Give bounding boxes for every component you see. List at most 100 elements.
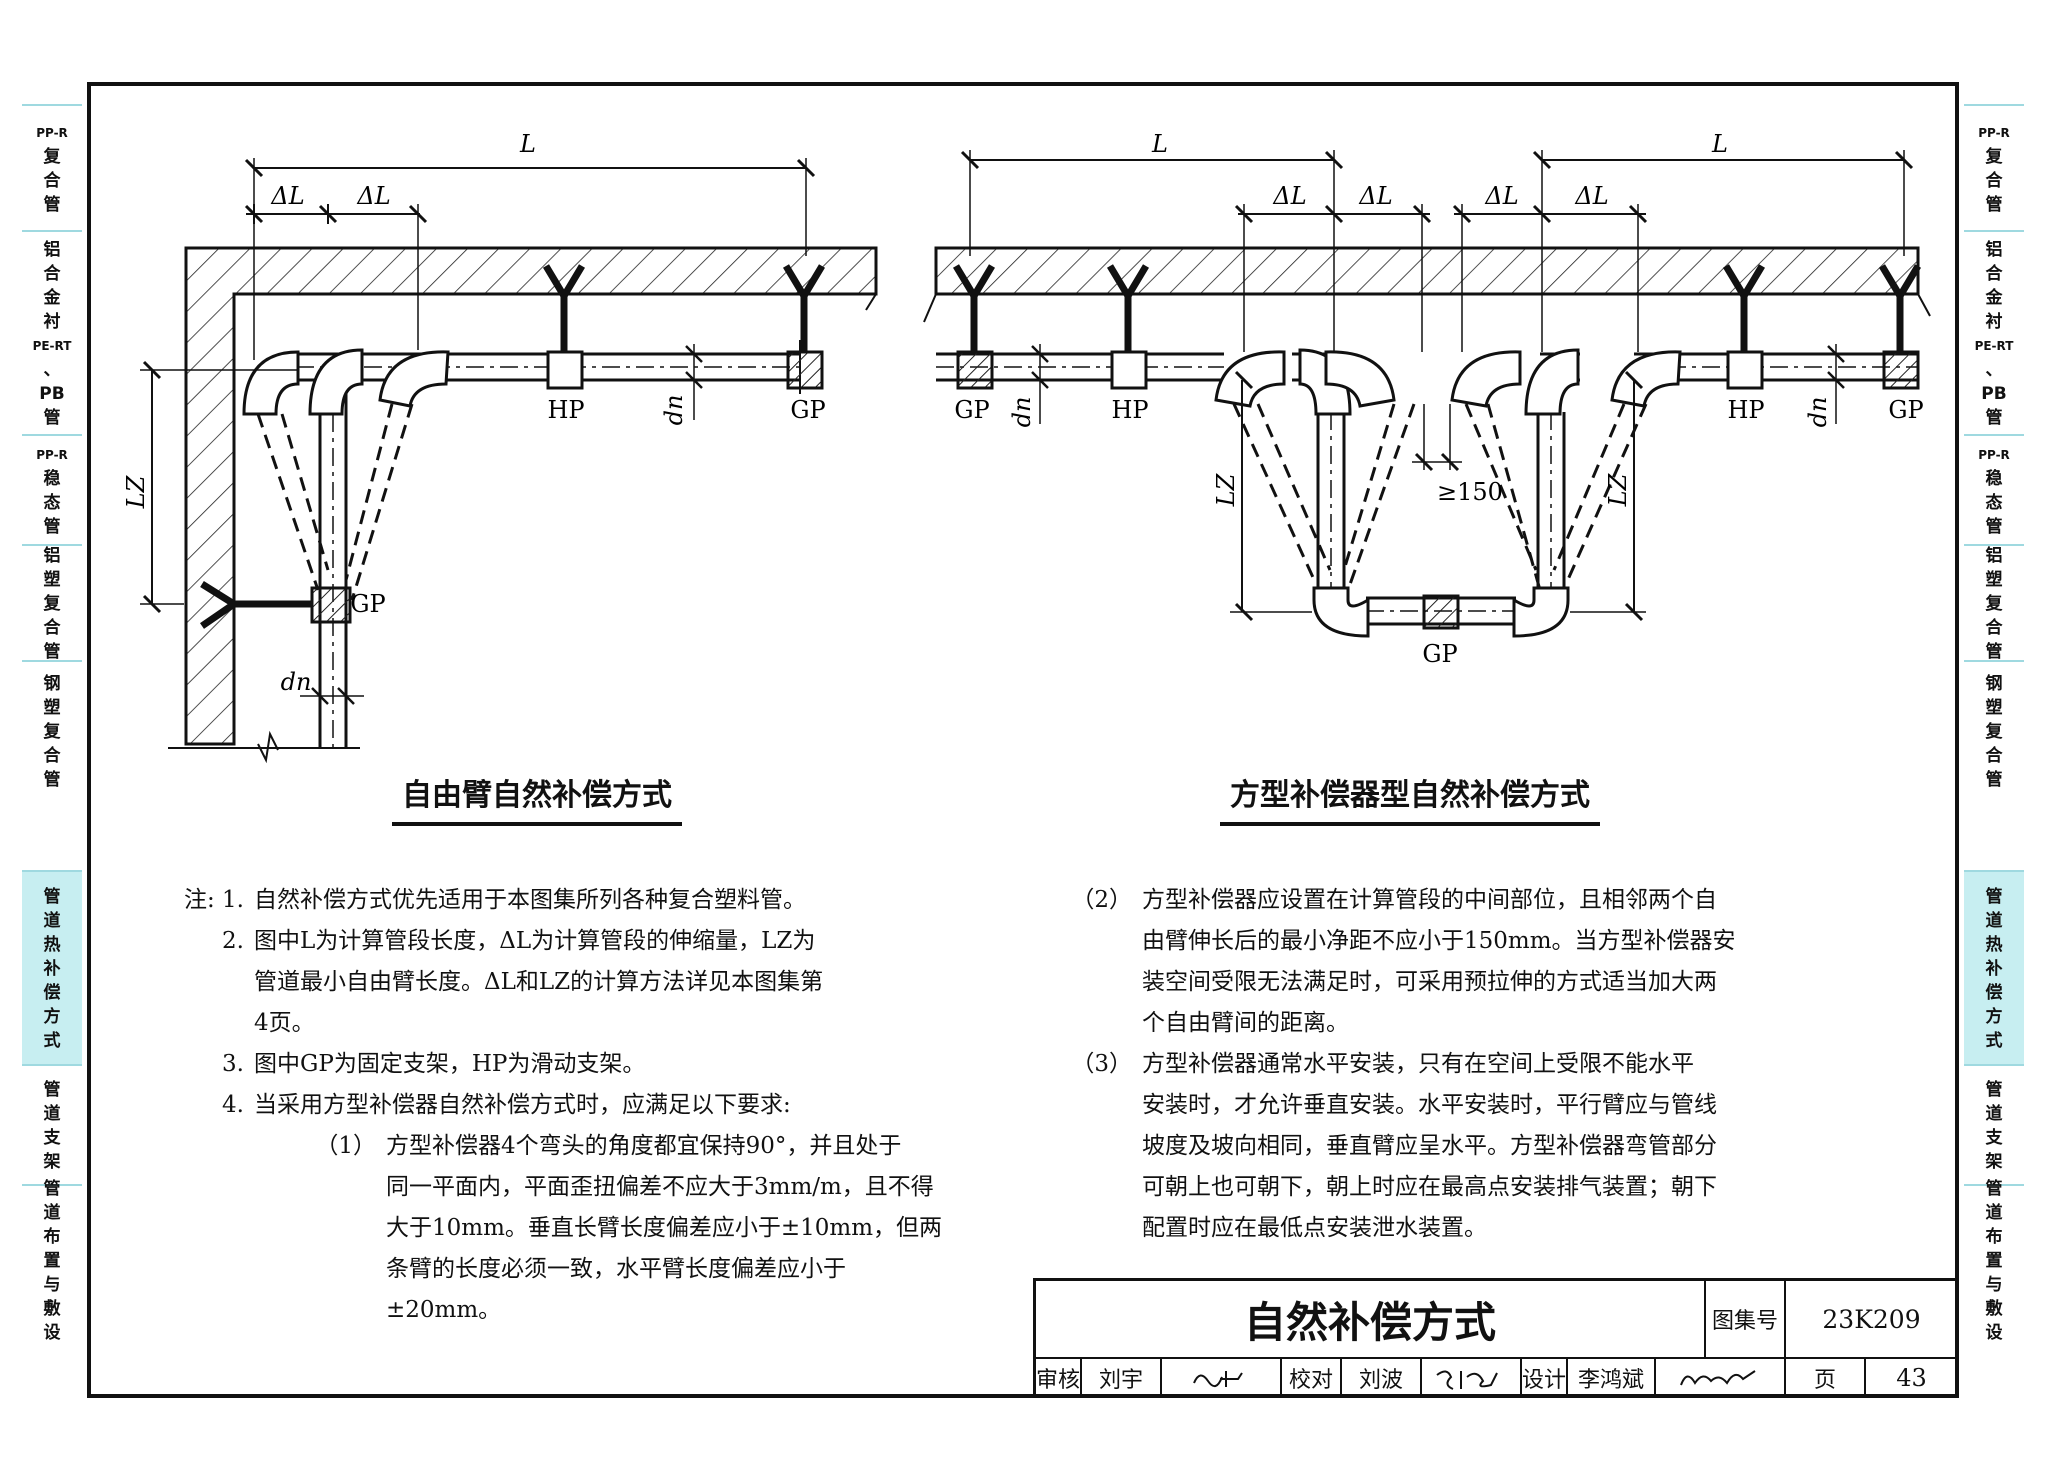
- note-line: ±20mm。: [156, 1290, 942, 1331]
- section-tab[interactable]: 钢塑复合管: [22, 660, 82, 802]
- right-dim-dL3: ΔL: [1484, 182, 1518, 210]
- square-compensator-diagram: L L ΔL ΔL ΔL ΔL GP HP HP GP GP ≥150 LZ L…: [923, 130, 1931, 668]
- review-label: 审核: [1036, 1359, 1082, 1398]
- section-tab-char: 支: [43, 1128, 61, 1148]
- section-tab[interactable]: 管道布置与敷设: [22, 1179, 82, 1343]
- note-line: 条臂的长度必须一致，水平臂长度偏差应小于: [156, 1249, 942, 1290]
- check-label: 校对: [1282, 1359, 1342, 1398]
- section-tab-char: 塑: [1985, 570, 2003, 590]
- right-dim-Lz-left: LZ: [1212, 472, 1240, 507]
- right-dim-dL2: ΔL: [1358, 182, 1392, 210]
- design-label: 设计: [1522, 1359, 1568, 1398]
- section-tab-char: 金: [1985, 288, 2003, 308]
- section-tab-char: 管: [1985, 1179, 2003, 1199]
- note-line: 由臂伸长后的最小净距不应小于150mm。当方型补偿器安: [1066, 921, 1736, 962]
- section-tab-char: 塑: [43, 698, 61, 718]
- note-text: 条臂的长度必须一致，水平臂长度偏差应小于: [386, 1256, 846, 1282]
- note-text: 当采用方型补偿器自然补偿方式时，应满足以下要求:: [254, 1092, 791, 1118]
- note-number: （2）: [1071, 887, 1132, 913]
- note-number: [156, 1290, 386, 1331]
- section-tab[interactable]: 管道支架: [22, 1064, 82, 1186]
- section-tab-char: 、: [43, 360, 61, 380]
- section-tab[interactable]: 管道热补偿方式: [22, 870, 82, 1066]
- section-tab-char: 管: [1985, 1080, 2003, 1100]
- section-tab-char: 道: [1985, 1104, 2003, 1124]
- section-tab-char: 稳: [43, 469, 61, 489]
- section-tab[interactable]: 管道热补偿方式: [1964, 870, 2024, 1066]
- section-tab-char: 复: [1985, 147, 2003, 167]
- section-tab[interactable]: 钢塑复合管: [1964, 660, 2024, 802]
- section-tab-char: 设: [1985, 1323, 2003, 1343]
- note-line: 个自由臂间的距离。: [1066, 1003, 1736, 1044]
- section-tab-char: 合: [43, 171, 61, 191]
- notes-left: 注: 1. 自然补偿方式优先适用于本图集所列各种复合塑料管。 2.图中L为计算管段长…: [156, 880, 942, 1331]
- note-line: 大于10mm。垂直长臂长度偏差应小于±10mm，但两: [156, 1208, 942, 1249]
- section-tab-char: 置: [43, 1251, 61, 1271]
- note-number: [1066, 921, 1142, 962]
- section-tab-char: 钢: [1985, 674, 2003, 694]
- section-tab-char: 衬: [43, 312, 61, 332]
- note-text: 个自由臂间的距离。: [1142, 1010, 1349, 1036]
- note-text: 自然补偿方式优先适用于本图集所列各种复合塑料管。: [254, 887, 806, 913]
- notes-right: （2） 方型补偿器应设置在计算管段的中间部位，且相邻两个自由臂伸长后的最小净距不应…: [1066, 880, 1736, 1249]
- ceiling-wall: [184, 246, 878, 746]
- section-tab[interactable]: 管道布置与敷设: [1964, 1179, 2024, 1343]
- atlas-number: 23K209: [1786, 1281, 1959, 1359]
- section-tab-char: 钢: [43, 674, 61, 694]
- title-block: 自然补偿方式 图集号 23K209 审核 刘宇 校对 刘波 设计 李鸿斌 页 4…: [1033, 1278, 1959, 1398]
- note-text: 由臂伸长后的最小净距不应小于150mm。当方型补偿器安: [1142, 928, 1736, 954]
- section-tab-char: 复: [1985, 722, 2003, 742]
- section-tab-char: PB: [1981, 384, 2007, 404]
- section-tab-char: 管: [1985, 195, 2003, 215]
- section-tab-char: 支: [1985, 1128, 2003, 1148]
- section-tab[interactable]: PP-R 复合管: [1964, 104, 2024, 232]
- note-number: [156, 962, 254, 1003]
- section-tab-char: PP-R: [1978, 126, 2010, 140]
- section-tab-char: 合: [43, 264, 61, 284]
- note-number: 注: 1.: [183, 887, 244, 913]
- section-tab-char: 偿: [43, 983, 61, 1003]
- note-number: [1066, 1126, 1142, 1167]
- section-tab[interactable]: 铝塑复合管: [22, 544, 82, 662]
- section-tab-char: 热: [1985, 935, 2003, 955]
- checker-name: 刘波: [1342, 1359, 1422, 1398]
- note-number: 3.: [222, 1051, 244, 1077]
- section-tab-char: 管: [43, 408, 61, 428]
- note-text: 图中L为计算管段长度，ΔL为计算管段的伸缩量，LZ为: [254, 928, 816, 954]
- note-text: 方型补偿器应设置在计算管段的中间部位，且相邻两个自: [1142, 887, 1717, 913]
- note-line: 可朝上也可朝下，朝上时应在最高点安装排气装置；朝下: [1066, 1167, 1736, 1208]
- note-text: 可朝上也可朝下，朝上时应在最高点安装排气装置；朝下: [1142, 1174, 1717, 1200]
- section-tab-char: 管: [43, 1080, 61, 1100]
- free-arm-diagram: L ΔL ΔL LZ HP GP GP dn dn: [122, 130, 878, 764]
- checker-signature: [1422, 1359, 1522, 1398]
- section-tab-char: PE-RT: [1974, 339, 2014, 353]
- note-number: （1）: [315, 1133, 376, 1159]
- note-line: 2.图中L为计算管段长度，ΔL为计算管段的伸缩量，LZ为: [156, 921, 942, 962]
- note-number: [1066, 1208, 1142, 1249]
- section-tab-char: 管: [1985, 408, 2003, 428]
- section-tab[interactable]: 管道支架: [1964, 1064, 2024, 1186]
- section-tab-char: 补: [1985, 959, 2003, 979]
- note-number: [1066, 1003, 1142, 1044]
- section-tab-char: 合: [43, 746, 61, 766]
- note-number: [156, 1003, 254, 1044]
- left-dim-dL2: ΔL: [356, 182, 390, 210]
- section-tab-char: PB: [39, 384, 65, 404]
- section-tab-char: 合: [1985, 171, 2003, 191]
- note-line: 装空间受限无法满足时，可采用预拉伸的方式适当加大两: [1066, 962, 1736, 1003]
- note-number: 4.: [222, 1092, 244, 1118]
- section-tab-char: 置: [1985, 1251, 2003, 1271]
- note-number: （3）: [1071, 1051, 1132, 1077]
- note-number: [156, 1167, 386, 1208]
- note-text: 坡度及坡向相同，垂直臂应呈水平。方型补偿器弯管部分: [1142, 1133, 1717, 1159]
- section-tab-char: 管: [1985, 642, 2003, 662]
- section-tab[interactable]: 铝塑复合管: [1964, 544, 2024, 662]
